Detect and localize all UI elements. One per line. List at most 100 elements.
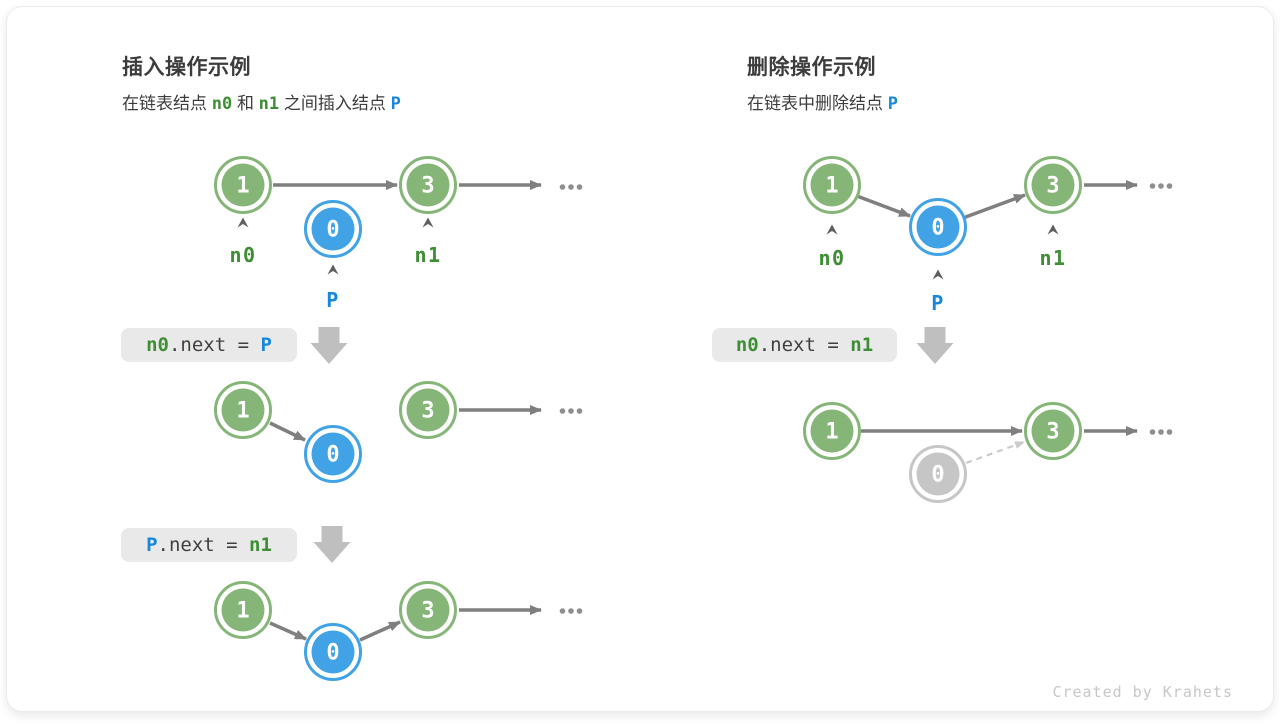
node-ring-blue <box>304 425 362 483</box>
node-circle-green <box>406 388 450 432</box>
node-circle-gray <box>916 452 960 496</box>
ellipsis-dot <box>1149 183 1156 189</box>
ellipsis-dot <box>559 408 566 414</box>
code-token-p: P <box>887 94 898 114</box>
pointer-label-p: P <box>931 291 945 315</box>
node-circle-blue <box>311 207 355 251</box>
diagram-card: 插入操作示例 在链表结点 n0 和 n1 之间插入结点 P 删除操作示例 在链表… <box>6 6 1274 712</box>
next-pointer-arrow <box>359 620 401 642</box>
node-value: 3 <box>421 599 434 624</box>
ellipsis-dot <box>568 408 574 414</box>
pointer-label-n0: n0 <box>229 243 256 267</box>
code-token-n0: n0 <box>211 94 233 114</box>
ellipsis-dot <box>576 408 583 414</box>
node-ring-green <box>399 581 457 639</box>
node-value: 0 <box>931 463 944 488</box>
node-value: 1 <box>236 399 249 424</box>
insert-section-title: 插入操作示例 <box>122 56 251 79</box>
node-circle-blue <box>311 630 355 674</box>
node-value: 0 <box>326 443 339 468</box>
block-down-arrow-icon <box>313 526 351 563</box>
ellipsis-dot <box>568 184 574 190</box>
node-circle-green <box>406 588 450 632</box>
node-ring-blue <box>304 200 362 258</box>
node-ring-green <box>214 381 272 439</box>
node-circle-green <box>1031 163 1075 207</box>
code-token-n0: n0 <box>146 334 169 356</box>
ellipsis-dot <box>568 608 574 614</box>
node-ring-blue <box>909 198 967 256</box>
ellipsis-dot <box>576 184 583 190</box>
code-token-n1: n1 <box>850 334 874 356</box>
caret-up-icon <box>237 217 249 228</box>
next-pointer-arrow <box>269 421 306 442</box>
node-value: 3 <box>421 399 434 424</box>
pointer-label-n1: n1 <box>1039 246 1066 270</box>
node-ring-gray <box>909 445 967 503</box>
node-circle-green <box>810 163 854 207</box>
code-token-p: P <box>260 334 272 356</box>
pointer-label-n1: n1 <box>414 243 441 267</box>
text-fragment: 之间插入结点 <box>279 94 391 113</box>
text-fragment: .next = <box>157 534 250 556</box>
text-fragment: 在链表结点 <box>122 94 212 113</box>
delete-section-title: 删除操作示例 <box>747 56 876 79</box>
node-ring-green <box>1024 402 1082 460</box>
ellipsis-dot <box>1149 429 1156 435</box>
ellipsis-dot <box>1166 429 1173 435</box>
pointer-label-p: P <box>326 288 340 312</box>
node-value: 3 <box>1046 420 1059 445</box>
next-pointer-arrow <box>962 193 1026 220</box>
node-value: 3 <box>421 174 434 199</box>
node-circle-green <box>810 409 854 453</box>
node-value: 0 <box>326 641 339 666</box>
watermark-credit: Created by Krahets <box>1052 683 1233 701</box>
block-down-arrow-icon <box>310 327 348 364</box>
node-ring-blue <box>304 623 362 681</box>
caret-up-icon <box>1047 224 1059 235</box>
ellipsis-dot <box>1158 429 1164 435</box>
node-value: 1 <box>825 174 838 199</box>
node-value: 1 <box>825 420 838 445</box>
code-box-n0-next-n1: n0.next = n1 <box>712 328 897 362</box>
ellipsis-dot <box>1166 183 1173 189</box>
pointer-label-n0: n0 <box>818 246 845 270</box>
node-value: 3 <box>1046 174 1059 199</box>
node-ring-green <box>803 402 861 460</box>
node-circle-green <box>221 163 265 207</box>
node-circle-green <box>406 163 450 207</box>
text-fragment: 在链表中删除结点 <box>747 94 888 113</box>
caret-up-icon <box>826 224 838 235</box>
text-fragment: .next = <box>758 334 851 356</box>
code-token-n1: n1 <box>249 534 272 556</box>
node-ring-green <box>803 156 861 214</box>
node-ring-green <box>399 156 457 214</box>
next-pointer-arrow <box>269 621 307 641</box>
node-value: 0 <box>931 216 944 241</box>
code-token-p: P <box>390 94 401 114</box>
code-box-p-next-n1: P.next = n1 <box>121 528 297 562</box>
ellipsis-dot <box>576 608 583 614</box>
next-pointer-arrow <box>856 194 911 218</box>
node-circle-green <box>221 588 265 632</box>
insert-section-subtitle: 在链表结点 n0 和 n1 之间插入结点 P <box>122 89 401 114</box>
node-ring-green <box>214 581 272 639</box>
node-ring-green <box>1024 156 1082 214</box>
code-token-p: P <box>146 534 158 556</box>
node-value: 0 <box>326 218 339 243</box>
ellipsis-dot <box>559 184 566 190</box>
node-value: 1 <box>236 599 249 624</box>
node-circle-blue <box>311 432 355 476</box>
caret-up-icon <box>932 269 944 280</box>
text-fragment: .next = <box>168 334 261 356</box>
node-circle-green <box>221 388 265 432</box>
node-ring-green <box>399 381 457 439</box>
node-value: 1 <box>236 174 249 199</box>
block-down-arrow-icon <box>916 327 954 364</box>
node-circle-blue <box>916 205 960 249</box>
delete-section-subtitle: 在链表中删除结点 P <box>747 89 898 114</box>
code-box-n0-next-p: n0.next = P <box>121 328 297 362</box>
caret-up-icon <box>422 217 434 228</box>
node-ring-green <box>214 156 272 214</box>
